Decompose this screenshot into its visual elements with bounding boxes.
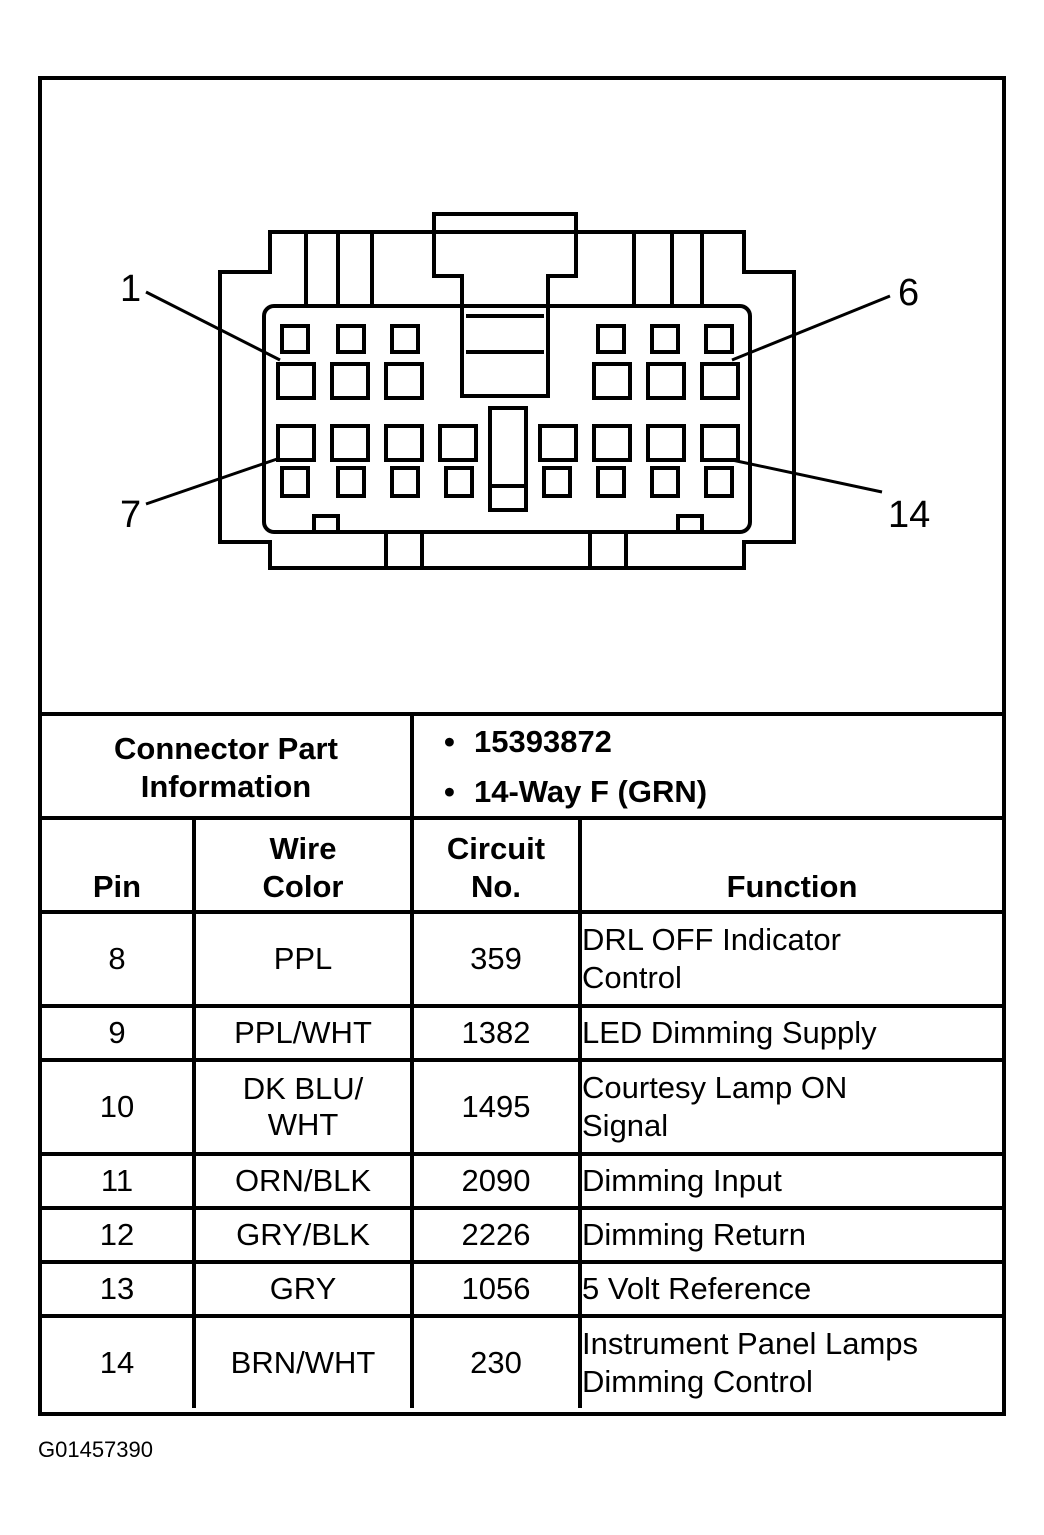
- pin-cavity: [650, 466, 680, 498]
- pin-cavity: [390, 466, 420, 498]
- pin-cavity: [330, 362, 370, 400]
- connector-center-key: [488, 406, 528, 512]
- cell-wire-color: BRN/WHT: [192, 1314, 414, 1408]
- part-number-value: 15393872: [474, 724, 612, 759]
- pin-cavity: [704, 466, 734, 498]
- pin-cavity: [542, 466, 572, 498]
- pin-cavity: [276, 362, 316, 400]
- connector-drawing: [145, 212, 891, 570]
- pin-cavity: [438, 424, 478, 462]
- pin-cavity: [390, 324, 420, 354]
- bullet: •: [444, 724, 455, 759]
- callout-pin-6: 6: [898, 272, 920, 314]
- figure-id: G01457390: [38, 1437, 153, 1462]
- pin-cavity: [704, 324, 734, 354]
- cell-pin: 13: [42, 1260, 196, 1318]
- header-wire-color: Wire Color: [192, 816, 414, 914]
- cell-wire-color: GRY/BLK: [192, 1206, 414, 1264]
- pin-cavity: [596, 324, 626, 354]
- pin-cavity: [444, 466, 474, 498]
- connector-part-info-values: • 15393872 • 14-Way F (GRN): [414, 716, 1002, 820]
- pin-cavity: [384, 424, 424, 462]
- pin-cavity: [336, 466, 366, 498]
- callout-pin-1: 1: [120, 268, 142, 310]
- cell-pin: 14: [42, 1314, 196, 1408]
- pin-cavity: [650, 324, 680, 354]
- connector-inner-housing: [262, 304, 752, 534]
- pin-cavity: [280, 324, 310, 354]
- cell-function: Dimming Input: [578, 1152, 1002, 1210]
- cell-pin: 10: [42, 1058, 196, 1156]
- cell-pin: 11: [42, 1152, 196, 1210]
- pin-cavity: [646, 424, 686, 462]
- pin-cavity: [276, 424, 316, 462]
- info-label-line2: Information: [140, 769, 312, 804]
- pin-cavity: [700, 362, 740, 400]
- connector-type-value: 14-Way F (GRN): [474, 774, 708, 809]
- cell-function: LED Dimming Supply: [578, 1004, 1002, 1062]
- connector-type: • 14-Way F (GRN): [444, 774, 708, 810]
- callout-leader-1: [145, 290, 281, 362]
- pin-cavity: [592, 424, 632, 462]
- cell-pin: 9: [42, 1004, 196, 1062]
- cell-circuit-no: 2090: [410, 1152, 582, 1210]
- cell-wire-color: DK BLU/WHT: [192, 1058, 414, 1156]
- bottom-tab-right: [676, 514, 704, 532]
- pin-cavity: [336, 324, 366, 354]
- diagram-frame: 1 6 7 14 Connector Part Information • 15…: [38, 76, 1006, 1416]
- cell-circuit-no: 1382: [410, 1004, 582, 1062]
- pin-cavity: [330, 424, 370, 462]
- callout-pin-7: 7: [120, 494, 142, 536]
- callout-leader-7: [145, 456, 281, 506]
- connector-part-info-label: Connector Part Information: [42, 716, 414, 820]
- cell-function: Dimming Return: [578, 1206, 1002, 1264]
- info-label-line1: Connector Part: [114, 731, 338, 766]
- part-number: • 15393872: [444, 724, 612, 760]
- header-circuit-no: Circuit No.: [410, 816, 582, 914]
- connector-latch: [432, 212, 578, 398]
- header-function: Function: [578, 816, 1002, 914]
- pin-cavity: [280, 466, 310, 498]
- cell-circuit-no: 1495: [410, 1058, 582, 1156]
- cell-circuit-no: 2226: [410, 1206, 582, 1264]
- callout-pin-14: 14: [888, 494, 931, 536]
- cell-function: 5 Volt Reference: [578, 1260, 1002, 1318]
- pin-cavity: [592, 362, 632, 400]
- callout-leader-6: [731, 294, 891, 362]
- connector-outer-shell: [218, 230, 796, 570]
- bottom-tab-left: [312, 514, 340, 532]
- table-header-row: Pin Wire Color Circuit No. Function: [42, 816, 1002, 914]
- cell-wire-color: PPL: [192, 910, 414, 1008]
- header-pin: Pin: [42, 816, 196, 914]
- pin-cavity: [646, 362, 686, 400]
- cell-wire-color: GRY: [192, 1260, 414, 1318]
- pin-cavity: [538, 424, 578, 462]
- bullet: •: [444, 774, 455, 809]
- pin-cavity: [700, 424, 740, 462]
- cell-pin: 12: [42, 1206, 196, 1264]
- cell-circuit-no: 359: [410, 910, 582, 1008]
- callout-leader-14: [731, 458, 883, 494]
- connector-face-diagram: 1 6 7 14: [42, 80, 1002, 712]
- pin-cavity: [384, 362, 424, 400]
- cell-circuit-no: 230: [410, 1314, 582, 1408]
- cell-wire-color: ORN/BLK: [192, 1152, 414, 1210]
- cell-pin: 8: [42, 910, 196, 1008]
- pin-cavity: [596, 466, 626, 498]
- cell-circuit-no: 1056: [410, 1260, 582, 1318]
- cell-wire-color: PPL/WHT: [192, 1004, 414, 1062]
- connector-part-info: Connector Part Information • 15393872 • …: [42, 712, 1002, 820]
